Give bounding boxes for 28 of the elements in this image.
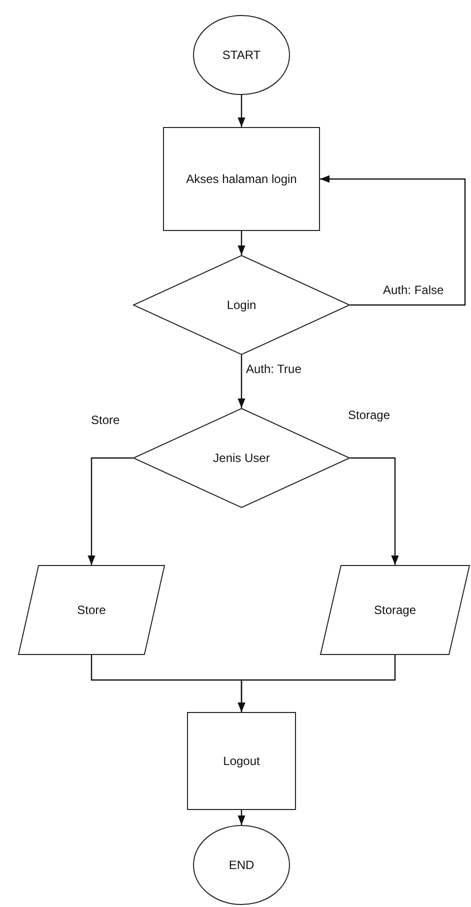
node-text: Storage — [374, 602, 416, 618]
data-parallelogram — [18, 565, 165, 655]
arrow — [238, 810, 246, 825]
node-text: Jenis User — [213, 450, 270, 466]
node-text: Logout — [223, 754, 260, 768]
process-box — [187, 712, 296, 810]
arrow — [320, 175, 466, 306]
node-text: START — [222, 48, 261, 62]
terminal-ellipse — [193, 825, 290, 905]
edge-label: Auth: True — [245, 362, 302, 376]
node-text: Store — [77, 602, 106, 618]
arrow — [88, 457, 133, 565]
arrow — [238, 655, 396, 712]
arrow — [238, 95, 246, 127]
terminal-ellipse — [193, 15, 290, 95]
process-box — [163, 127, 320, 231]
node-text: Akses halaman login — [186, 172, 297, 186]
edge-label: Store — [90, 413, 121, 427]
arrow — [350, 457, 399, 565]
arrow — [238, 231, 246, 255]
edge-label: Auth: False — [382, 283, 445, 297]
data-parallelogram — [320, 565, 470, 655]
decision-diamond — [133, 408, 350, 508]
arrow — [238, 355, 246, 408]
edge-label: Storage — [347, 408, 392, 422]
node-text: END — [228, 858, 254, 872]
node-text: Login — [226, 298, 256, 312]
decision-diamond — [133, 255, 350, 355]
